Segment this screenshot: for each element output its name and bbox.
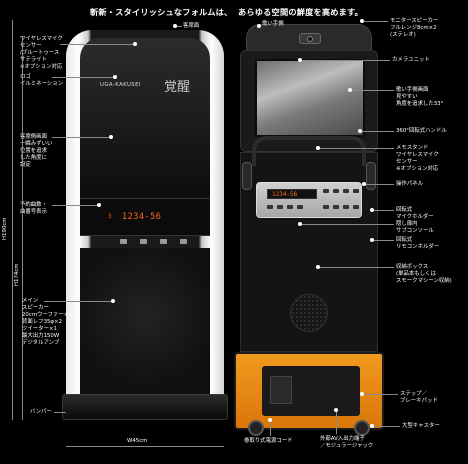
label-storage-box: 収納ボックス (単品本もしくは スモークマシーン収納)	[396, 264, 452, 284]
label-width: W45cm	[127, 438, 148, 444]
label-memo-stand: メモスタンド ワイヤレスマイク センサー ※オプション対応	[396, 145, 439, 172]
label-customer-screen: 客席面	[183, 23, 200, 29]
panel-key[interactable]	[333, 205, 339, 209]
panel-key[interactable]	[323, 205, 329, 209]
mic-holder-left[interactable]	[242, 162, 252, 190]
singer-screen-frame	[240, 50, 378, 152]
label-singer-screen-detail: 歌い手側画面 見やすい 角度を追求した33°	[396, 87, 444, 107]
mic-holder-right[interactable]	[366, 162, 376, 190]
reservation-display-panel: 3 1234-56	[80, 198, 210, 236]
label-handle: 360°回転式ハンドル	[396, 128, 447, 134]
reservation-count-display: 3	[108, 213, 112, 220]
panel-key[interactable]	[287, 205, 293, 209]
right-heading: あらゆる空間の鮮度を高めます。	[238, 7, 363, 17]
caster-wheel-left	[248, 420, 264, 436]
panel-key[interactable]	[343, 189, 349, 193]
label-sub-console: 隠し扉内 サブコンソール	[396, 221, 434, 234]
monitor-speaker-housing	[246, 24, 372, 52]
panel-button[interactable]	[120, 239, 127, 244]
orange-cart-base	[234, 352, 384, 430]
panel-key[interactable]	[277, 205, 283, 209]
label-control-panel: 操作パネル	[396, 181, 423, 187]
label-step-brake: ステップ／ ブレーキパッド	[400, 391, 438, 404]
panel-key[interactable]	[323, 189, 329, 193]
panel-display: 1234-56	[272, 191, 298, 198]
bumper-base	[62, 394, 228, 420]
label-caster: 大型キャスター	[402, 423, 440, 429]
customer-screen-panel: UGA-KAKUSEI 覚醒	[80, 38, 210, 198]
av-terminal-panel[interactable]	[270, 376, 292, 404]
label-customer-screen-detail: 客席側画面 一瞬みずいい 位置を追求 した角度に 設定	[20, 134, 53, 168]
panel-key[interactable]	[353, 205, 359, 209]
label-height-total: H190cm	[2, 217, 8, 240]
panel-key[interactable]	[353, 189, 359, 193]
panel-key[interactable]	[297, 205, 303, 209]
left-button-row	[80, 238, 210, 246]
label-singer-screen: 歌い手側	[262, 21, 284, 27]
left-heading: 斬新・スタイリッシュなフォルムは、	[90, 7, 233, 17]
label-remote-holder: 回転式 リモコンホルダー	[396, 237, 440, 250]
label-av-terminal: 外部AV入出力端子 ／モジュラージャック	[320, 436, 374, 449]
label-bumper: バンパー	[30, 409, 52, 415]
panel-button[interactable]	[140, 239, 147, 244]
left-karaoke-unit: UGA-KAKUSEI 覚醒 3 1234-56	[62, 30, 228, 420]
caster-wheel-right	[354, 420, 370, 436]
label-logo-illumination: ロゴ イルミネーション	[20, 74, 64, 87]
label-monitor-speaker: モニタースピーカー フルレンジ8cm×2 (ステレオ)	[390, 18, 439, 38]
storage-box-grille	[290, 294, 328, 332]
panel-button[interactable]	[180, 239, 187, 244]
label-wireless-mic-sensor: ワイヤレスマイク センサー /ブルートゥース サテライト ※オプション対応	[20, 36, 63, 70]
camera-unit	[299, 33, 321, 44]
brand-logo-text: UGA-KAKUSEI	[100, 82, 141, 88]
control-panel[interactable]: 1234-56	[256, 182, 362, 218]
panel-key[interactable]	[333, 189, 339, 193]
main-speaker-grille	[80, 248, 210, 398]
panel-key[interactable]	[267, 205, 273, 209]
panel-button[interactable]	[160, 239, 167, 244]
label-reservation-display: 予約曲数・ 曲番号表示	[20, 202, 47, 215]
label-height-body: H174cm	[14, 263, 20, 286]
panel-key[interactable]	[343, 205, 349, 209]
label-main-speaker: メイン スピーカー 20cmウーファー×1 背面レフ35φ×2 ツイーター×1 …	[22, 298, 72, 346]
rotating-handle[interactable]	[252, 136, 366, 166]
brand-logo-mark: 覚醒	[164, 80, 191, 95]
label-camera-unit: カメラユニット	[392, 57, 430, 63]
song-number-display: 1234-56	[122, 212, 162, 222]
right-karaoke-unit: 1234-56	[234, 24, 384, 436]
singer-screen	[255, 59, 365, 137]
label-power-cord: 巻取り式電源コード	[244, 438, 293, 444]
label-mic-holder: 回転式 マイクホルダー	[396, 207, 434, 220]
